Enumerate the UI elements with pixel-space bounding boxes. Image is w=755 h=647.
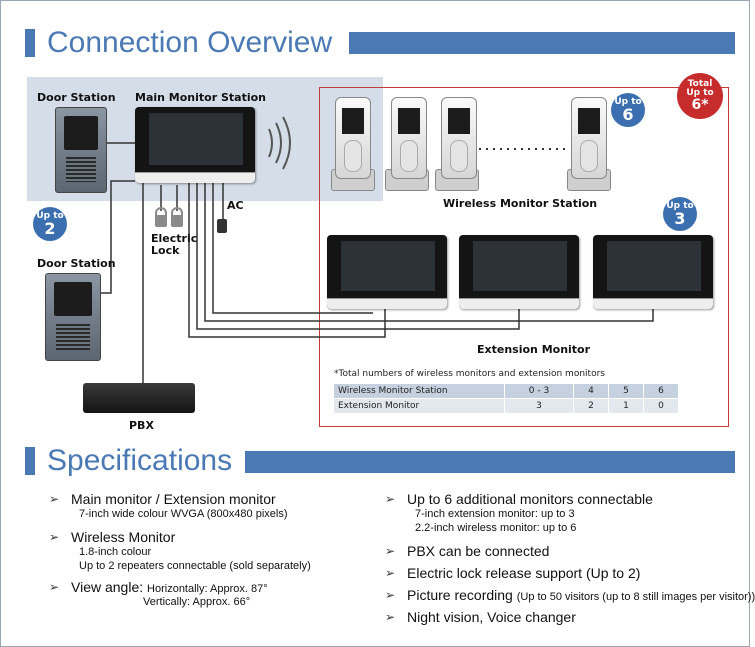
wireless-handset-icon (391, 97, 427, 179)
door-station-icon (55, 107, 107, 193)
wireless-up-to-badge: Up to 6 (611, 93, 645, 127)
count-table: Wireless Monitor Station 0 - 3 4 5 6 Ext… (333, 383, 679, 414)
door-speaker-grill (56, 324, 90, 350)
title-marker (25, 29, 35, 57)
wire-ext-bus (212, 183, 373, 314)
main-monitor-label: Main Monitor Station (135, 91, 266, 104)
table-row: Extension Monitor 3 2 1 0 (333, 398, 679, 414)
spec-item: ➢ View angle: Horizontally: Approx. 87° … (49, 579, 268, 608)
table-row: Wireless Monitor Station 0 - 3 4 5 6 (333, 383, 679, 399)
wireless-monitor-label: Wireless Monitor Station (443, 197, 598, 210)
door-station-bottom-label: Door Station (37, 257, 116, 270)
pbx-label: PBX (129, 419, 154, 432)
arrow-icon: ➢ (385, 544, 396, 558)
wireless-signal-icon (268, 116, 291, 170)
wire-door2-main (101, 180, 135, 294)
arrow-icon: ➢ (385, 566, 396, 580)
spec-item: ➢ Main monitor / Extension monitor 7-inc… (49, 491, 288, 520)
ac-plug-icon (217, 219, 227, 233)
connection-overview-title: Connection Overview (47, 26, 333, 59)
wireless-handset-icon (441, 97, 477, 179)
pbx-icon (83, 383, 195, 413)
total-limit-box (319, 87, 729, 427)
arrow-icon: ➢ (385, 492, 396, 506)
electric-lock-label: Electric Lock (151, 232, 198, 257)
arrow-icon: ➢ (49, 530, 60, 544)
wire-ext2 (196, 183, 520, 330)
main-monitor-screen (149, 113, 243, 165)
main-monitor-buttons (135, 172, 255, 183)
extension-monitor-icon (327, 235, 447, 309)
door-up-to-badge: Up to 2 (33, 207, 67, 241)
wire-ext3 (204, 183, 654, 322)
specifications-title: Specifications (47, 444, 233, 477)
spec-item: ➢ PBX can be connected (385, 543, 550, 559)
title-marker (25, 447, 35, 475)
connection-overview-header: Connection Overview (25, 23, 332, 63)
arrow-icon: ➢ (49, 492, 60, 506)
extension-monitor-label: Extension Monitor (477, 343, 591, 356)
extension-up-to-badge: Up to 3 (663, 197, 697, 231)
arrow-icon: ➢ (385, 610, 396, 624)
title-bar-2 (245, 451, 735, 473)
door-camera (54, 282, 92, 317)
spec-item: ➢ Electric lock release support (Up to 2… (385, 565, 641, 581)
spec-item: ➢ Wireless Monitor 1.8-inch colour Up to… (49, 529, 311, 572)
door-station-top-label: Door Station (37, 91, 116, 104)
wire-ext1 (188, 183, 386, 338)
spec-item: ➢ Up to 6 additional monitors connectabl… (385, 491, 653, 534)
door-speaker-grill (66, 156, 96, 182)
specifications-header: Specifications (25, 441, 232, 481)
total-up-to-badge: Total Up to 6* (677, 73, 723, 119)
extension-monitor-icon (459, 235, 579, 309)
wireless-handset-icon (571, 97, 607, 179)
arrow-icon: ➢ (385, 588, 396, 602)
spec-item: ➢ Picture recording (Up to 50 visitors (… (385, 587, 755, 603)
arrow-icon: ➢ (49, 580, 60, 594)
extension-monitor-icon (593, 235, 713, 309)
title-bar-1 (349, 32, 735, 54)
ac-label: AC (227, 199, 244, 212)
main-monitor-icon (135, 107, 255, 183)
door-camera (64, 116, 98, 150)
count-note: *Total numbers of wireless monitors and … (334, 369, 605, 379)
spec-item: ➢ Night vision, Voice changer (385, 609, 576, 625)
wireless-handset-icon (335, 97, 371, 179)
door-station-icon (45, 273, 101, 361)
